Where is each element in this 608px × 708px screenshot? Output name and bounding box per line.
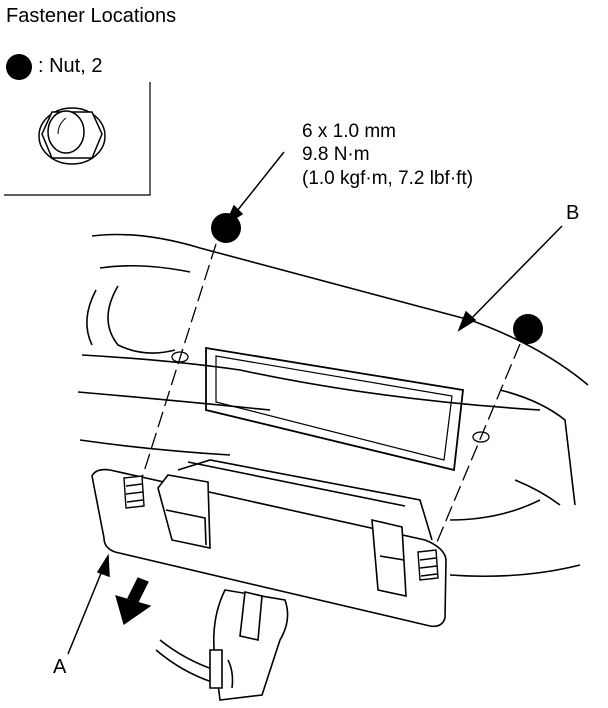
callout-a: A: [53, 656, 67, 678]
nut-right: [513, 314, 543, 344]
license-light-window: [205, 346, 464, 472]
torque-alt-units: (1.0 kgf·m, 7.2 lbf·ft): [302, 168, 474, 189]
legend-label: : Nut, 2: [38, 55, 103, 77]
legend-nut-box: [4, 82, 151, 196]
flange-nut-icon: [38, 107, 106, 165]
leader-lines: [67, 151, 563, 655]
license-light-assembly: [91, 459, 447, 628]
legend-nut-dot: [6, 54, 32, 80]
torque-size: 6 x 1.0 mm: [302, 121, 396, 142]
stud-right: [417, 549, 439, 581]
diagram-title: Fastener Locations: [6, 5, 177, 27]
nut-left: [211, 213, 241, 243]
alignment-lines: [141, 243, 521, 555]
connector-harness: [155, 589, 289, 701]
callout-b: B: [566, 202, 580, 224]
trunk-lid-panel: [77, 233, 589, 578]
removal-direction-arrow: [115, 577, 152, 625]
stud-left: [123, 475, 145, 509]
torque-nm: 9.8 N·m: [302, 144, 370, 165]
